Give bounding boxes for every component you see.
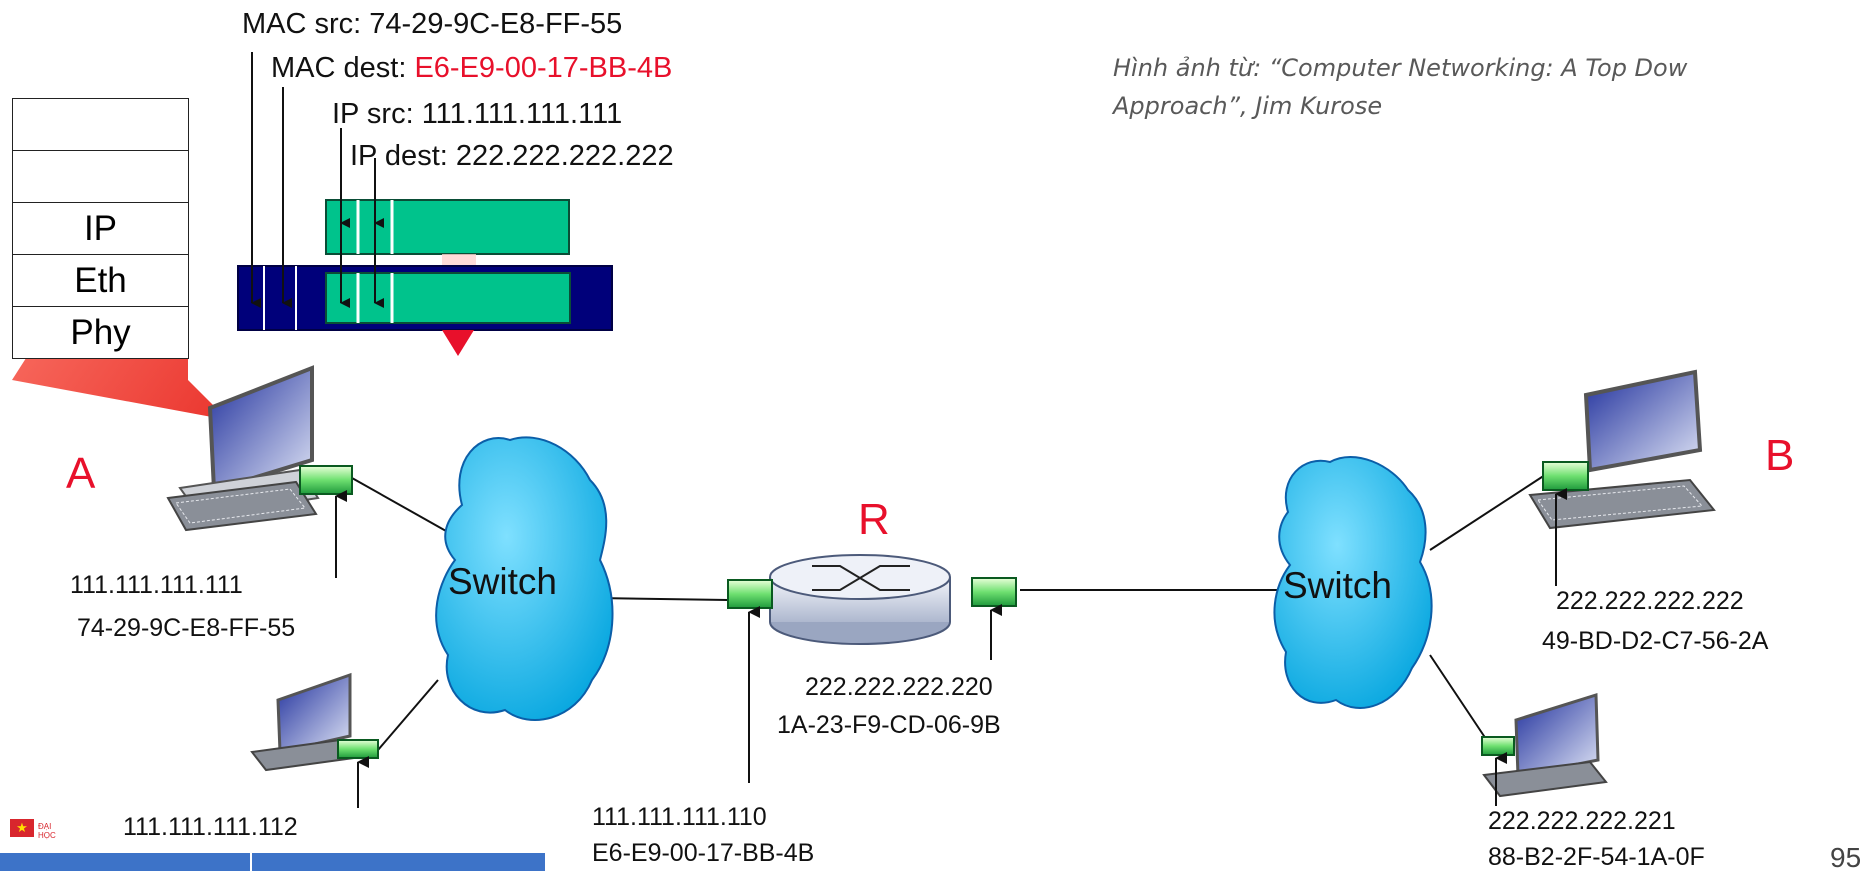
host-a-interface (299, 465, 353, 495)
stack-layer-phy: Phy (70, 313, 131, 352)
host-b2-interface (1481, 736, 1515, 756)
router-right-mac: 1A-23-F9-CD-06-9B (777, 711, 1001, 739)
protocol-stack: IP Eth Phy (12, 98, 189, 359)
address-pointers (335, 488, 1567, 808)
slide-number: 95 (1830, 842, 1862, 873)
host-b-mac: 49-BD-D2-C7-56-2A (1542, 627, 1769, 655)
host-b2-ip: 222.222.222.221 (1488, 807, 1676, 835)
stack-layer-eth: Eth (13, 255, 188, 307)
switch-left-cloud[interactable] (435, 436, 614, 721)
router-r-label: R (858, 495, 890, 544)
host-b-computer[interactable] (1528, 369, 1716, 530)
ip-dest-label: IP dest: 222.222.222.222 (350, 140, 674, 172)
router-right-interface (971, 577, 1017, 607)
ip-datagram (325, 199, 570, 255)
stack-layer-empty-1 (13, 99, 188, 151)
host-a2-interface (337, 739, 379, 759)
host-b-interface (1542, 461, 1589, 491)
host-a-ip: 111.111.111.111 (70, 571, 243, 599)
host-a-mac: 74-29-9C-E8-FF-55 (77, 614, 296, 642)
frame-graphic (237, 52, 613, 356)
host-b-label: B (1765, 431, 1795, 480)
links (351, 474, 1546, 751)
router-left-mac: E6-E9-00-17-BB-4B (592, 839, 815, 867)
flag-icon: ★ (10, 819, 34, 837)
host-b-ip: 222.222.222.222 (1556, 587, 1744, 615)
source-caption-line2: Approach”, Jim Kurose (1113, 92, 1383, 120)
switch-right-cloud[interactable] (1273, 456, 1433, 709)
ip-src-label: IP src: 111.111.111.111 (332, 98, 623, 130)
host-a2-ip: 111.111.111.112 (123, 813, 298, 841)
router-right-ip: 222.222.222.220 (805, 673, 993, 701)
switch-left-label: Switch (448, 561, 557, 602)
host-a-computer[interactable] (166, 365, 320, 532)
host-a-label: A (66, 449, 96, 498)
router-left-ip: 111.111.111.110 (592, 803, 767, 831)
host-b2-mac: 88-B2-2F-54-1A-0F (1488, 843, 1705, 871)
footer-divider (250, 853, 252, 871)
router-left-interface (727, 579, 773, 609)
mac-dest-value: E6-E9-00-17-BB-4B (414, 52, 673, 84)
stack-layer-empty-2 (13, 151, 188, 203)
university-logo: ★ ĐẠI HỌC (10, 819, 68, 853)
down-arrow-head (442, 330, 474, 356)
mac-dest-label: MAC dest: E6-E9-00-17-BB-4B (271, 52, 672, 84)
stack-layer-ip: IP (13, 203, 188, 255)
host-b2-computer[interactable] (1482, 692, 1608, 798)
mac-dest-prefix: MAC dest: (271, 52, 415, 84)
router[interactable] (769, 554, 951, 645)
logo-text: ĐẠI HỌC (38, 822, 56, 840)
source-caption-line1: Hình ảnh từ: “Computer Networking: A Top… (1113, 54, 1688, 82)
mac-src-label: MAC src: 74-29-9C-E8-FF-55 (242, 8, 623, 40)
switch-right-label: Switch (1283, 565, 1392, 606)
footer-bar (0, 853, 545, 871)
